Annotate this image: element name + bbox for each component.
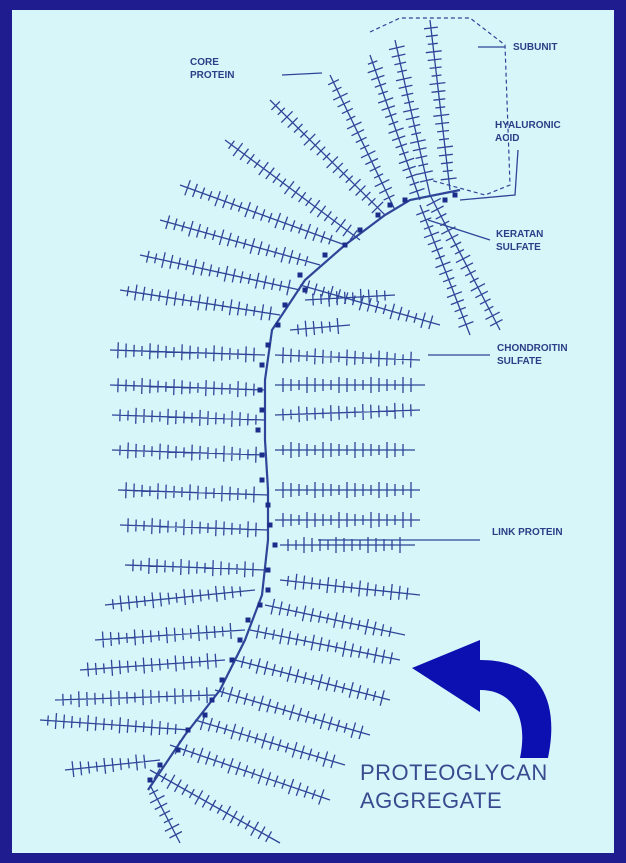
link-protein-dot: [298, 273, 303, 278]
link-protein-dot: [220, 678, 225, 683]
core-protein-strand: [389, 40, 434, 195]
link-protein-dot: [210, 698, 215, 703]
link-protein-dot: [230, 658, 235, 663]
link-protein-dot: [148, 778, 153, 783]
keratan-sulfate-label-2: SULFATE: [496, 242, 541, 253]
link-protein-dot: [203, 713, 208, 718]
link-protein-dot: [158, 763, 163, 768]
title-aggregate: AGGREGATE: [360, 788, 502, 813]
link-protein-label: LINK PROTEIN: [492, 527, 563, 538]
core-protein-strand: [112, 408, 265, 427]
core-protein-strand: [275, 403, 420, 422]
core-protein-strand: [110, 342, 265, 362]
link-protein-dot: [303, 288, 308, 293]
hyaluronic-acid-label: HYALURONIC: [495, 120, 561, 131]
chondroitin-sulfate-label: CHONDROITIN: [497, 343, 568, 354]
link-protein-dot: [260, 363, 265, 368]
link-protein-dot: [283, 303, 288, 308]
core-protein-strand: [235, 656, 390, 706]
core-protein-strand: [125, 558, 265, 577]
link-protein-dot: [323, 253, 328, 258]
core-protein-strand: [427, 195, 503, 330]
core-protein-strand: [275, 482, 420, 498]
core-protein-label-2: PROTEIN: [190, 70, 234, 81]
core-protein-strand: [55, 687, 215, 707]
link-protein-dot: [273, 543, 278, 548]
core-protein-strands: [40, 20, 503, 843]
link-protein-dot: [268, 523, 273, 528]
core-protein-strand: [65, 755, 160, 778]
proteoglycan-diagram: CORE PROTEIN SUBUNIT HYALURONIC ACID KER…: [12, 10, 614, 853]
core-protein-strand: [118, 482, 268, 502]
core-protein-strand: [265, 599, 405, 637]
link-protein-dot: [358, 228, 363, 233]
core-protein-strand: [150, 769, 280, 843]
subunit-label: SUBUNIT: [513, 42, 557, 53]
keratan-sulfate-label: KERATAN: [496, 229, 543, 240]
core-protein-strand: [140, 251, 300, 295]
core-protein-strand: [120, 285, 280, 321]
link-protein-dot: [258, 388, 263, 393]
core-protein-strand: [120, 518, 268, 537]
link-protein-dot: [266, 568, 271, 573]
link-protein-dot: [260, 478, 265, 483]
link-protein-dot: [266, 343, 271, 348]
core-protein-strand: [290, 318, 350, 337]
link-protein-dot: [176, 748, 181, 753]
link-protein-dot: [453, 193, 458, 198]
chondroitin-sulfate-label-2: SULFATE: [497, 356, 542, 367]
core-protein-strand: [250, 625, 400, 664]
core-protein-label: CORE: [190, 57, 219, 68]
core-protein-strand: [112, 443, 265, 463]
core-protein-strand: [215, 687, 370, 739]
link-protein-dot: [343, 243, 348, 248]
core-protein-strand: [110, 378, 265, 397]
diagram-panel: CORE PROTEIN SUBUNIT HYALURONIC ACID KER…: [12, 10, 614, 853]
core-protein-strand: [149, 785, 182, 843]
core-protein-strand: [275, 512, 420, 528]
core-protein-strand: [368, 55, 425, 200]
link-protein-dot: [238, 638, 243, 643]
link-protein-dot: [276, 323, 281, 328]
core-protein-strand: [305, 289, 395, 307]
core-protein-strand: [270, 100, 385, 215]
core-protein-strand: [275, 377, 425, 393]
core-protein-strand: [280, 574, 420, 600]
link-protein-dot: [388, 203, 393, 208]
core-protein-strand: [40, 713, 190, 735]
link-protein-dot: [260, 408, 265, 413]
link-protein-dot: [403, 198, 408, 203]
link-protein-dot: [246, 618, 251, 623]
link-protein-dot: [258, 603, 263, 608]
link-protein-dot: [443, 198, 448, 203]
link-protein-dot: [186, 728, 191, 733]
core-protein-strand: [275, 442, 415, 458]
link-protein-dot: [266, 503, 271, 508]
core-protein-strand: [160, 215, 320, 266]
core-protein-strand: [95, 623, 245, 648]
link-protein-dot: [256, 428, 261, 433]
core-protein-strand: [105, 586, 255, 612]
core-protein-strand: [424, 20, 457, 190]
core-protein-strand: [80, 653, 225, 676]
link-protein-dot: [266, 588, 271, 593]
title-proteoglycan: PROTEOGLYCAN: [360, 760, 548, 785]
curved-arrow-icon: [412, 640, 551, 758]
core-protein-strand: [275, 347, 420, 367]
link-protein-dot: [376, 213, 381, 218]
hyaluronic-acid-label-2: ACID: [495, 133, 519, 144]
link-protein-dot: [260, 453, 265, 458]
